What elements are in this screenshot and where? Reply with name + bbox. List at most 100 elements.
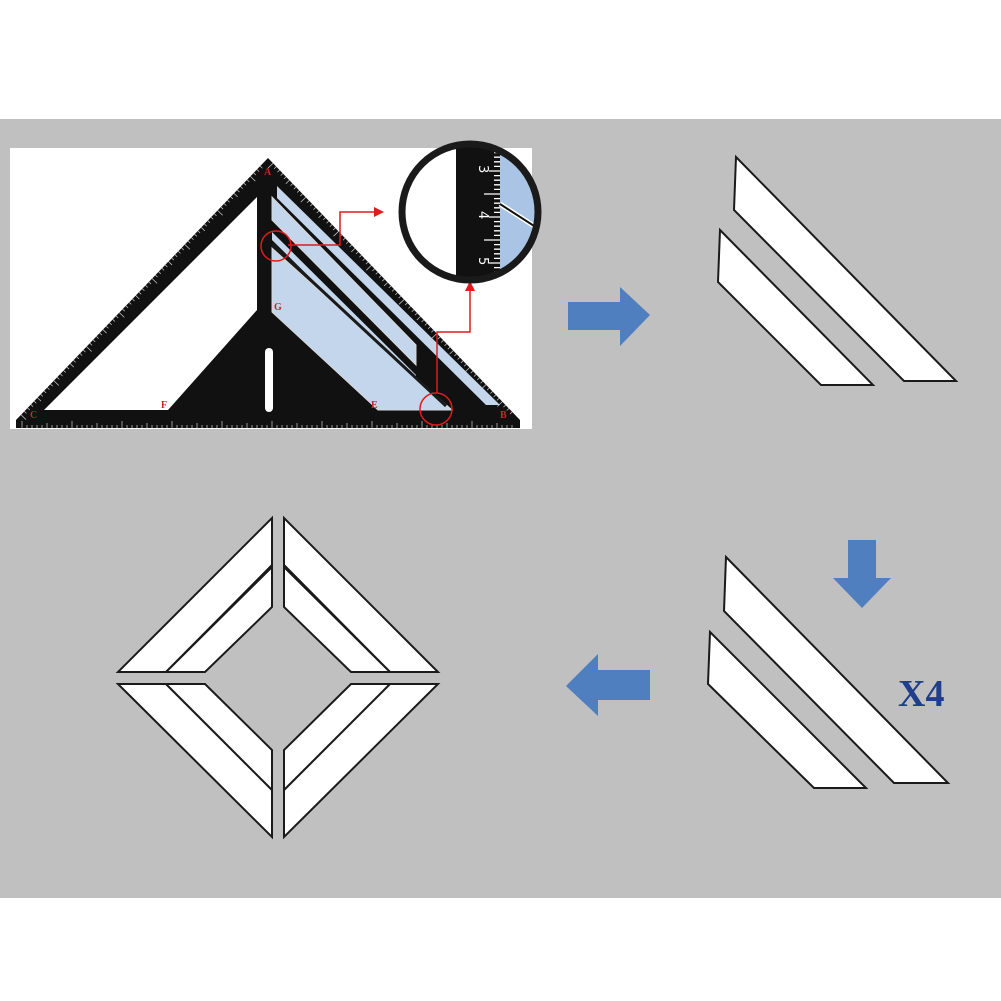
- ruler-tick: [378, 275, 382, 278]
- ruler-tick: [300, 197, 307, 203]
- ruler-tick: [250, 176, 256, 182]
- ruler-tick: [210, 216, 214, 220]
- ruler-tick: [421, 319, 424, 323]
- ruler-tick: [171, 257, 175, 261]
- ruler-tick: [246, 179, 250, 183]
- scale-number-3: 3: [475, 165, 490, 173]
- ruler-tick: [318, 214, 323, 219]
- ruler-tick: [168, 261, 173, 266]
- ruler-tick: [345, 241, 349, 244]
- ruler-tick: [63, 370, 67, 373]
- ruler-tick: [342, 237, 346, 241]
- ruler-tick: [253, 172, 257, 176]
- ruler-tick: [457, 357, 461, 360]
- ruler-tick: [102, 329, 107, 334]
- ruler-tick: [119, 312, 125, 318]
- corner-label-g: G: [274, 302, 282, 313]
- ruler-tick: [480, 380, 483, 384]
- ruler-tick: [362, 258, 366, 261]
- ruler-tick: [503, 404, 506, 408]
- ruler-tick: [76, 356, 80, 360]
- ruler-tick: [486, 387, 490, 391]
- ruler-tick: [398, 295, 402, 299]
- ruler-tick: [267, 162, 274, 169]
- frame-inner-top-right: [283, 564, 393, 673]
- ruler-tick: [449, 350, 454, 355]
- ruler-tick: [306, 200, 310, 204]
- ruler-tick: [447, 346, 451, 350]
- ruler-tick: [460, 360, 464, 364]
- ruler-tick: [440, 340, 444, 343]
- highlight-circle-upper: [260, 230, 292, 262]
- leader-line-upper: [288, 211, 376, 246]
- ruler-tick: [388, 285, 392, 289]
- ruler-tick: [33, 400, 37, 404]
- ruler-tick: [463, 363, 467, 367]
- ruler-tick: [135, 295, 140, 300]
- ruler-tick: [477, 377, 480, 381]
- ruler-tick: [53, 380, 60, 386]
- ruler-tick: [217, 210, 223, 216]
- assembled-diamond-frame: [115, 515, 441, 840]
- ruler-tick: [69, 363, 75, 368]
- ruler-tick: [174, 254, 178, 258]
- ruler-tick: [112, 319, 116, 322]
- ruler-tick: [47, 387, 50, 390]
- scale-number-5: 5: [475, 257, 490, 265]
- ruler-tick: [411, 309, 415, 313]
- ruler-tick: [230, 196, 234, 200]
- ruler-tick: [40, 394, 44, 397]
- ruler-tick: [145, 285, 148, 288]
- glass-divider-line: [270, 242, 448, 408]
- repeat-strip-short: [706, 629, 869, 789]
- ruler-tick: [382, 278, 385, 282]
- ruler-tick: [60, 373, 63, 377]
- ruler-tick: [444, 343, 447, 347]
- corner-label-c: C: [30, 410, 37, 421]
- upper-glass-strip: [271, 195, 417, 367]
- ruler-tick: [316, 210, 320, 214]
- edge-glass-strip: [277, 186, 500, 405]
- ruler-tick: [437, 336, 441, 340]
- ruler-tick: [142, 288, 145, 292]
- ruler-tick: [372, 268, 375, 272]
- ruler-tick: [178, 251, 181, 254]
- ruler-tick: [105, 325, 109, 329]
- frame-inner-bottom-left: [163, 683, 273, 793]
- ruler-tick: [290, 183, 293, 186]
- cut-strip-short: [716, 227, 876, 386]
- ruler-tick: [497, 401, 503, 407]
- arrow-left-icon: [566, 654, 650, 716]
- ruler-tick: [414, 312, 418, 316]
- ruler-tick: [454, 353, 457, 357]
- ruler-tick: [151, 278, 158, 284]
- ruler-tick: [96, 336, 99, 339]
- ruler-tick: [506, 408, 510, 411]
- ruler-tick: [89, 342, 93, 346]
- ruler-tick: [207, 220, 211, 223]
- ruler-tick: [359, 254, 362, 258]
- ruler-tick: [109, 322, 112, 326]
- ruler-tick: [280, 173, 284, 176]
- leader-arrowhead-lower: [465, 281, 475, 291]
- cut-strips-pair-repeat: [706, 554, 951, 789]
- corner-label-f: F: [161, 400, 167, 411]
- ruler-tick: [391, 289, 395, 292]
- ruler-tick: [227, 199, 230, 203]
- leader-arrowhead-upper: [374, 207, 384, 217]
- ruler-tick: [204, 223, 207, 227]
- ruler-tick: [128, 302, 132, 305]
- ruler-tick: [332, 227, 336, 231]
- ruler-tick: [20, 414, 27, 420]
- ruler-tick: [300, 193, 303, 197]
- ruler-tick: [164, 264, 168, 268]
- ruler-tick: [293, 186, 297, 190]
- ruler-tick: [187, 240, 191, 244]
- ruler-tick: [296, 190, 300, 193]
- ruler-tick: [122, 308, 125, 312]
- ruler-tick: [194, 233, 198, 237]
- frame-inner-top-left: [163, 564, 273, 673]
- ruler-tick: [237, 189, 240, 193]
- ruler-tick: [283, 176, 287, 180]
- ruler-tick: [155, 274, 158, 278]
